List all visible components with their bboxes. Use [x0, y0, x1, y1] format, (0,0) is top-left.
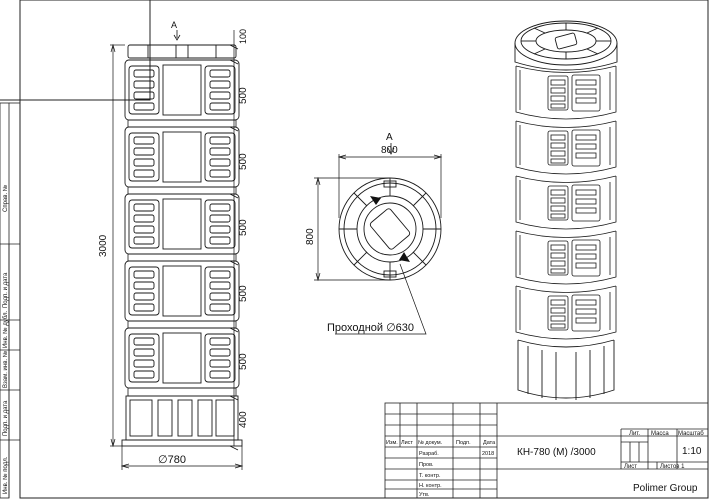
top-view-disc [338, 177, 442, 281]
dim-right-1: 500 [238, 87, 249, 104]
tb-role-prov: Пров. [419, 462, 434, 468]
tb-role-tkontr: Т. контр. [419, 473, 441, 479]
tb-sheet-label: Лист [624, 464, 637, 470]
iso-ring-1 [515, 65, 617, 120]
sheet-frame [19, 0, 709, 499]
tb-company: Polimer Group [633, 483, 698, 494]
passage-leader [335, 263, 427, 335]
dim-width: 800 [381, 145, 398, 156]
tb-col-dokum: № докум. [418, 440, 443, 446]
dim-right-0: 100 [238, 29, 248, 44]
tb-role-nkontr: Н. контр. [419, 483, 442, 489]
riser-ring-5 [124, 327, 240, 389]
tb-sheets-label: Листов 1 [660, 464, 685, 470]
dim-total-lines [110, 43, 125, 448]
riser-ring-3 [124, 193, 240, 255]
side-sprav: Справ. № [2, 185, 9, 212]
tb-col-data: Дата [483, 440, 496, 446]
top-view-marker: А [386, 132, 393, 143]
iso-ring-4 [515, 230, 617, 285]
tb-role-utv: Утв. [419, 492, 430, 498]
passage-label: Проходной ∅630 [327, 322, 414, 334]
base-section [121, 395, 243, 447]
tb-col-izm: Изм. [386, 440, 398, 446]
dim-height: 800 [305, 228, 316, 245]
tb-mass-label: Масса [651, 431, 669, 437]
ring-joints [127, 119, 237, 397]
dim-right-5: 500 [238, 353, 249, 370]
tb-role-razrab: Разраб. [419, 451, 439, 457]
tb-col-list: Лист [401, 440, 413, 446]
side-strip [0, 102, 20, 499]
tb-lit-label: Лит. [629, 431, 640, 437]
tb-scale: 1:10 [682, 446, 702, 457]
dim-total: 3000 [98, 234, 109, 257]
tb-scale-label: Масштаб [678, 431, 704, 437]
iso-base [517, 339, 615, 400]
iso-lid [514, 20, 618, 71]
front-view-marker: А [171, 20, 177, 30]
top-view: А 800 800 [305, 132, 443, 335]
dim-diameter: ∅780 [158, 454, 186, 466]
top-view-arrow [387, 143, 395, 155]
dim-diameter-lines [120, 446, 244, 470]
dim-right-6: 400 [238, 411, 249, 428]
dim-right-2: 500 [238, 153, 249, 170]
dim-right-4: 500 [238, 285, 249, 302]
front-view: А [98, 20, 249, 470]
iso-ring-5 [515, 285, 617, 340]
top-cap [127, 44, 237, 59]
dim-right-3: 500 [238, 219, 249, 236]
side-podp-data-2: Подп. и дата [3, 400, 9, 436]
riser-ring-4 [124, 260, 240, 322]
iso-view [514, 20, 618, 400]
iso-ring-2 [515, 120, 617, 175]
tb-date: 2018 [482, 451, 494, 457]
dim-chain-lines [229, 30, 239, 451]
side-vzam-inv: Взам. инв. № [2, 351, 9, 388]
riser-ring-2 [124, 126, 240, 188]
side-inv-podl: Инв. № подл. [2, 456, 9, 494]
iso-ring-3 [515, 175, 617, 230]
dim-width-lines [314, 154, 443, 282]
top-view-flow-arrows [370, 196, 410, 262]
tb-designation: КН-780 (М) /3000 [517, 447, 596, 458]
view-arrow-down [173, 30, 181, 41]
side-podp-data-1: Подп. и дата [3, 272, 9, 308]
side-inv-dubl: Инв. № дубл. [2, 311, 9, 348]
corner-stub [0, 0, 151, 101]
title-block [384, 402, 709, 499]
riser-ring-1 [124, 59, 240, 121]
tb-col-podp: Подп. [456, 440, 471, 446]
